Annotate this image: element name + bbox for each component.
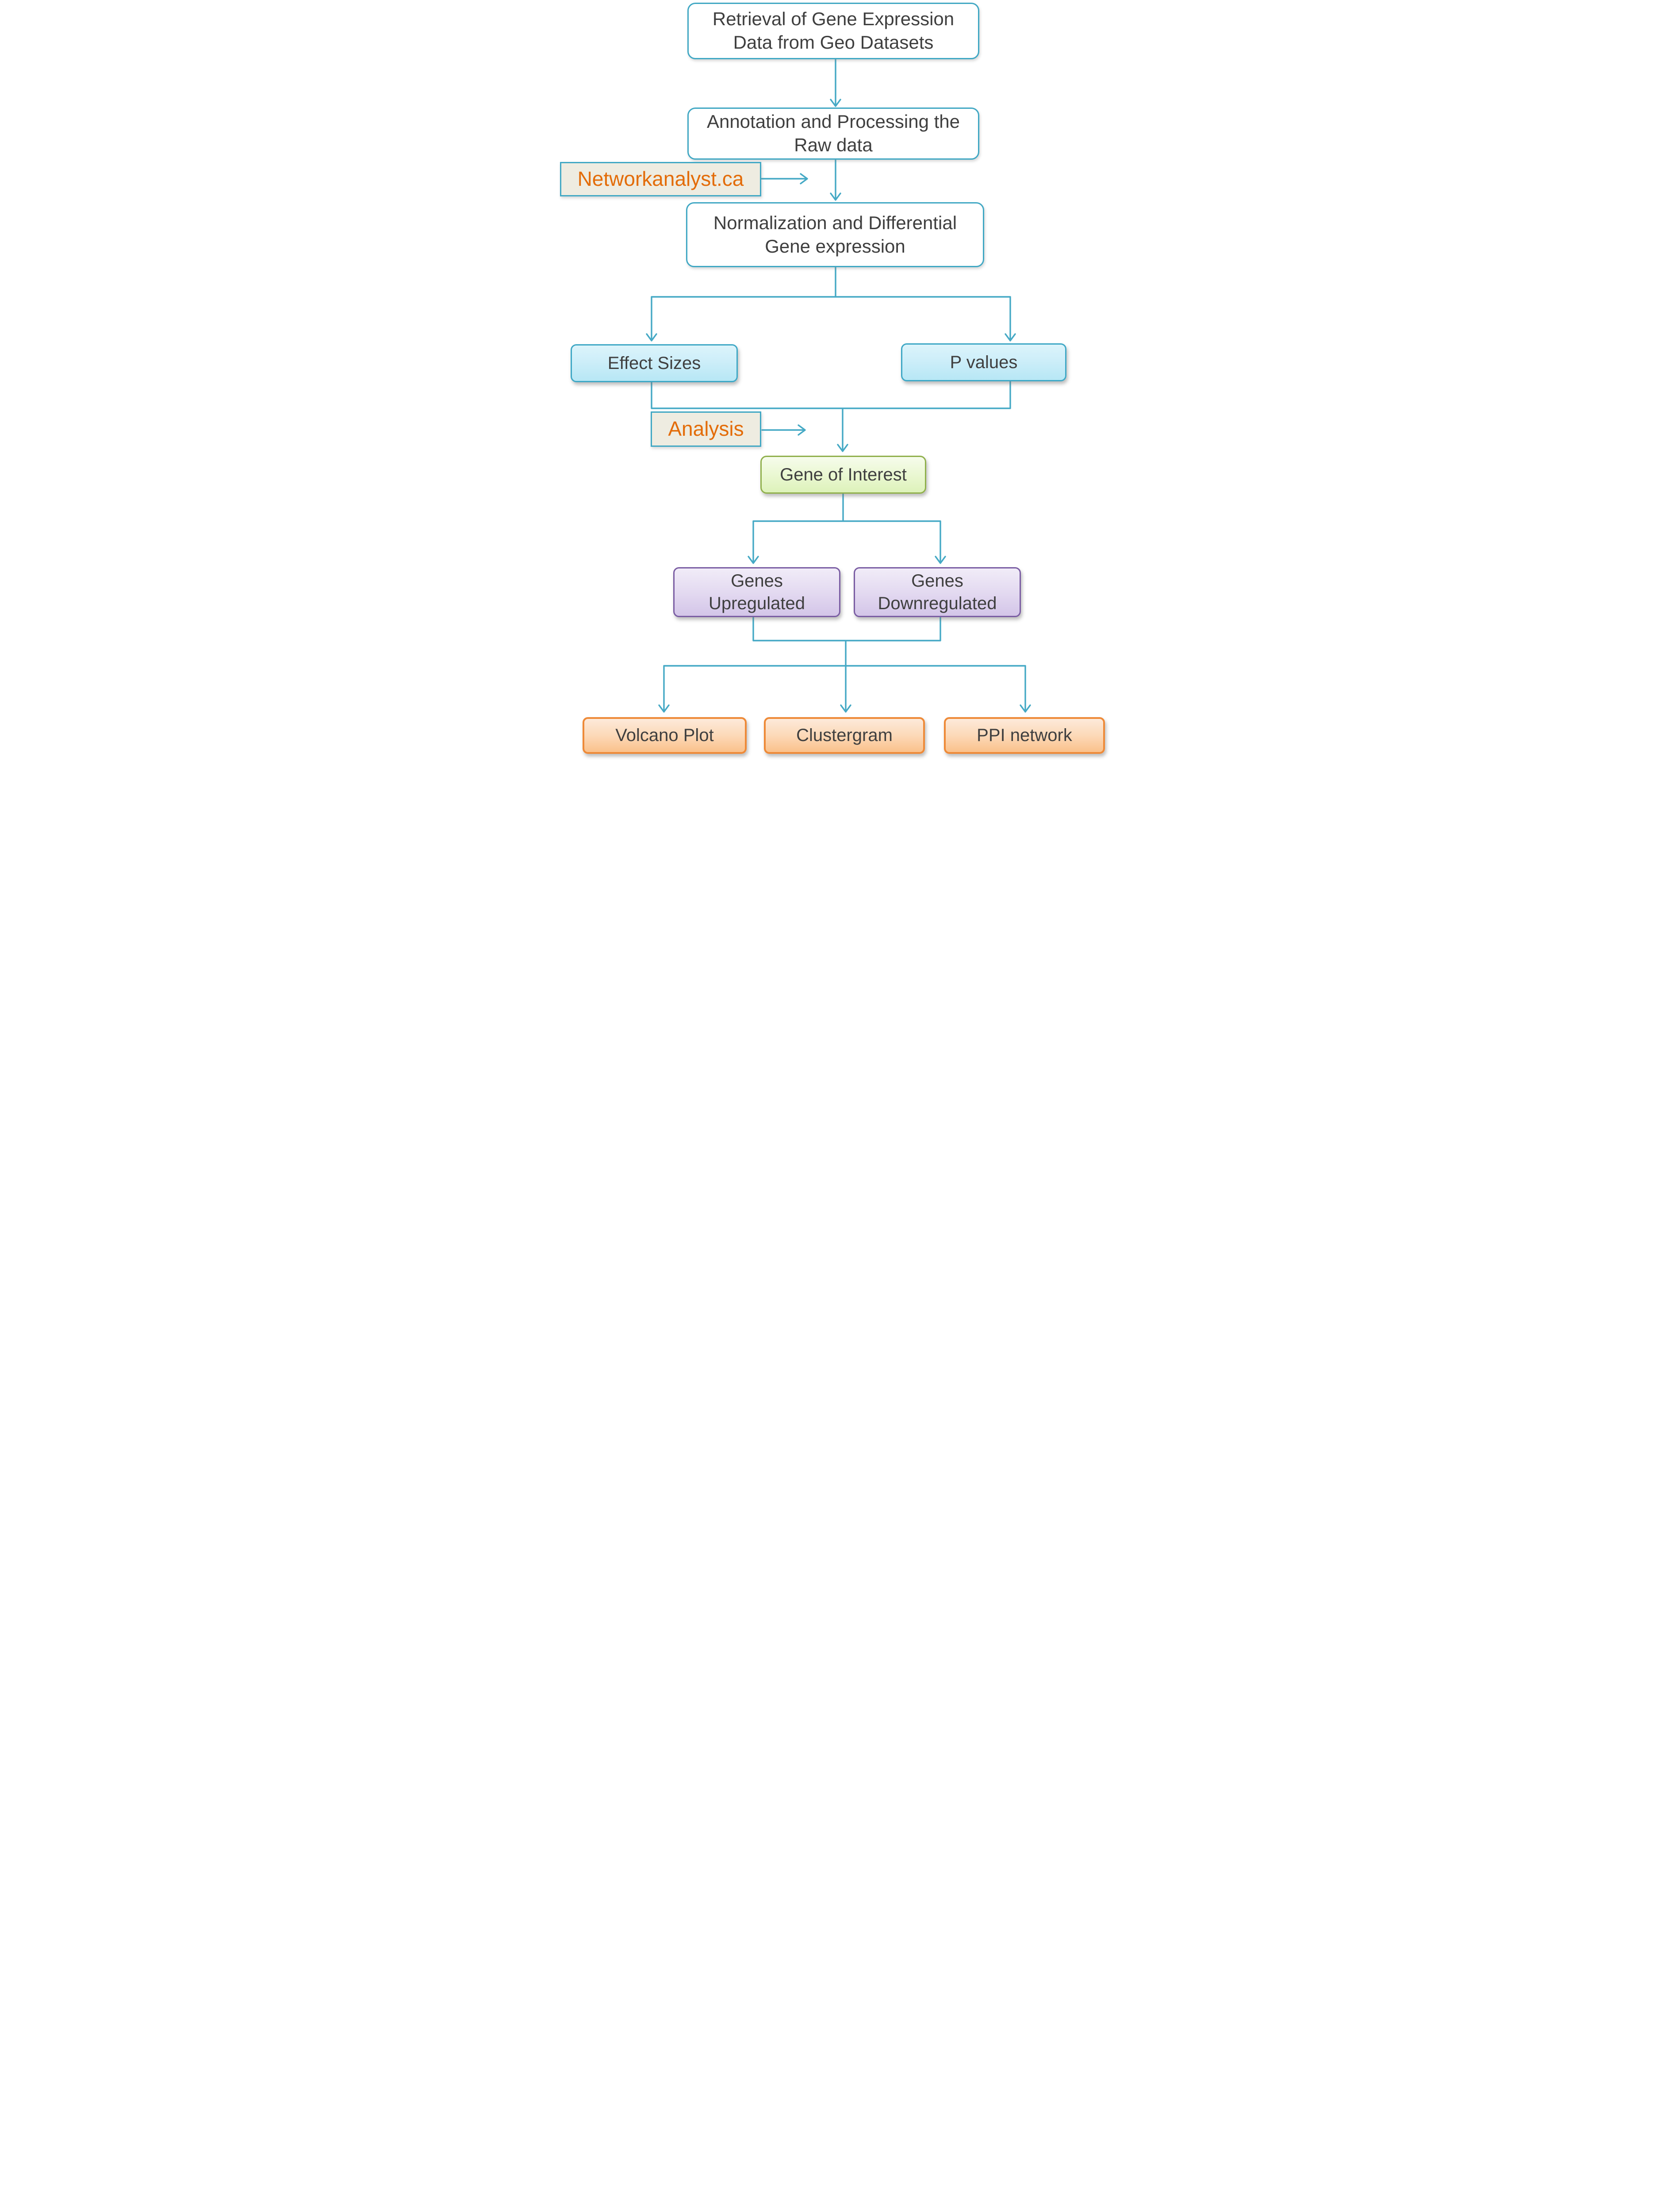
split-to-outputs (658, 665, 1031, 713)
flowchart: Retrieval of Gene Expression Data from G… (557, 0, 1115, 760)
node-analysis: Analysis (651, 411, 761, 447)
node-genes-downregulated: Genes Downregulated (854, 567, 1021, 617)
arrow-retrieval-to-annotation (830, 58, 841, 107)
node-gene-of-interest: Gene of Interest (760, 456, 926, 494)
node-normalization: Normalization and Differential Gene expr… (686, 202, 984, 267)
node-volcano-plot: Volcano Plot (583, 717, 747, 754)
node-p-values: P values (901, 343, 1066, 381)
node-effect-sizes: Effect Sizes (571, 344, 738, 382)
arrow-analysis (761, 424, 806, 436)
split-normalization (646, 266, 1016, 342)
node-ppi-network: PPI network (944, 717, 1105, 754)
arrow-annotation-to-normalization (830, 159, 841, 201)
node-clustergram: Clustergram (764, 717, 925, 754)
connector-lines (646, 58, 1031, 713)
arrow-networkanalyst (761, 173, 808, 184)
split-gene-of-interest (748, 493, 946, 564)
node-retrieval: Retrieval of Gene Expression Data from G… (687, 3, 979, 59)
node-annotation: Annotation and Processing the Raw data (687, 108, 979, 160)
merge-regulated (752, 617, 941, 667)
node-networkanalyst: Networkanalyst.ca (560, 162, 761, 196)
merge-to-gene-of-interest (651, 380, 1011, 452)
node-genes-upregulated: Genes Upregulated (673, 567, 840, 617)
